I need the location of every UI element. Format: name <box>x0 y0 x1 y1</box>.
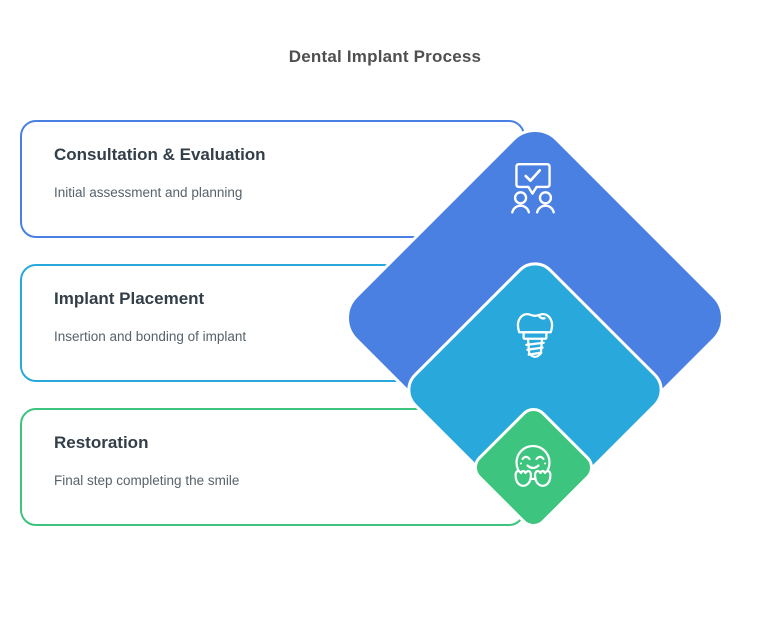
smiling-face-hands-icon <box>507 442 559 494</box>
right-hand <box>534 469 552 487</box>
step-subtitle: Initial assessment and planning <box>54 185 243 200</box>
step-subtitle: Final step completing the smile <box>54 473 240 488</box>
step-card-consultation: Consultation & Evaluation Initial assess… <box>20 120 525 238</box>
step-title: Consultation & Evaluation <box>54 145 266 164</box>
consultation-people-checkmark-icon <box>504 160 562 218</box>
left-hand <box>514 469 532 487</box>
step-title: Implant Placement <box>54 289 205 308</box>
step-title: Restoration <box>54 433 149 452</box>
step-subtitle: Insertion and bonding of implant <box>54 329 247 344</box>
dental-implant-icon <box>509 310 561 362</box>
diagram-title: Dental Implant Process <box>288 47 482 66</box>
